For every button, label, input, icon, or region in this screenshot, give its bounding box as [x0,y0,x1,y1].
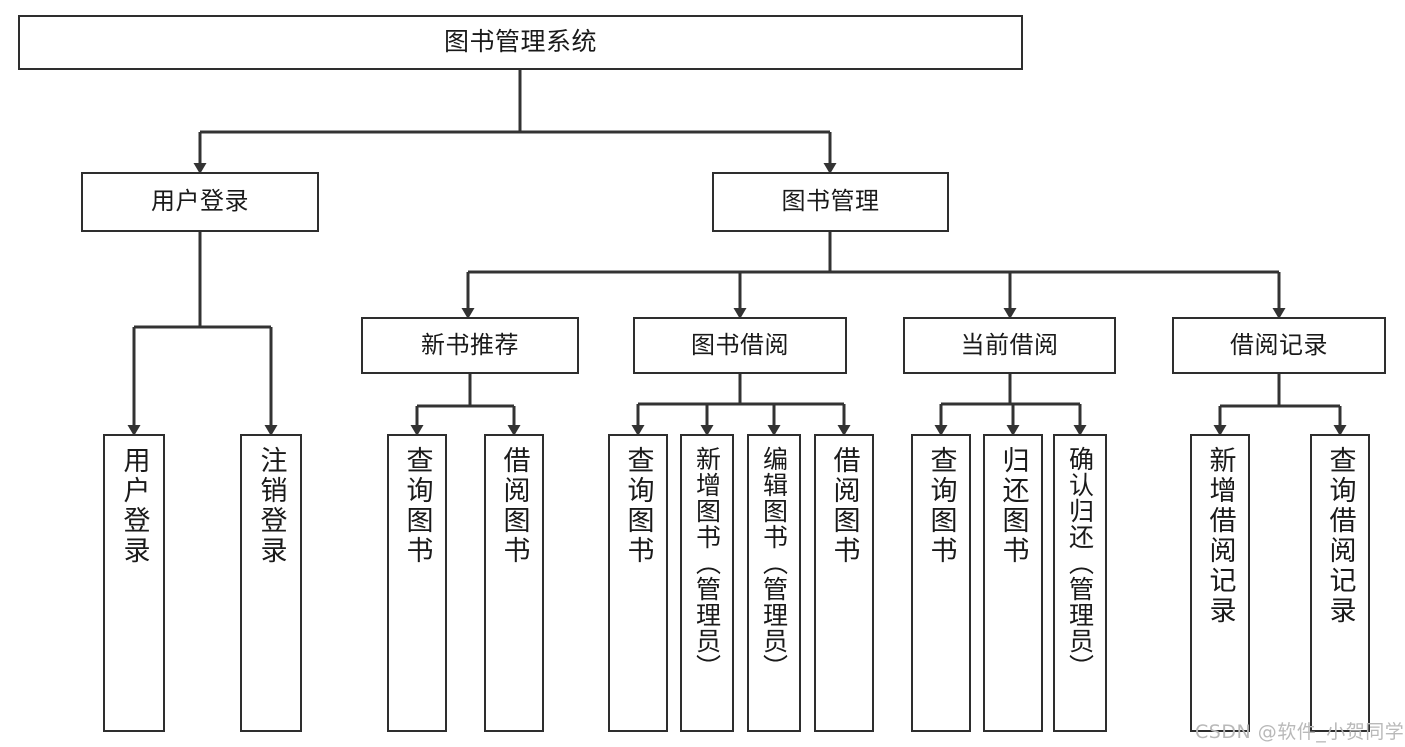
node-confirm-return-admin[interactable]: 确认归还（管理员） [1053,434,1107,732]
node-label: 编辑图书（管理员） [759,446,789,680]
node-label: 查询借阅记录 [1324,446,1356,626]
node-book-borrow[interactable]: 图书借阅 [633,317,847,374]
node-label: 用户登录 [118,446,150,566]
node-query-book-current[interactable]: 查询图书 [911,434,971,732]
node-label: 图书管理 [781,187,880,216]
node-label: 当前借阅 [960,330,1059,359]
node-add-book-admin[interactable]: 新增图书（管理员） [680,434,734,732]
node-label: 借阅记录 [1230,330,1328,359]
node-label: 新增图书（管理员） [692,446,722,680]
node-current-borrow[interactable]: 当前借阅 [903,317,1116,374]
node-label: 用户登录 [151,187,249,216]
node-label: 确认归还（管理员） [1065,446,1095,680]
node-label: 借阅图书 [828,446,860,566]
node-borrow-book-action[interactable]: 借阅图书 [814,434,874,732]
node-return-book[interactable]: 归还图书 [983,434,1043,732]
node-query-borrow-record[interactable]: 查询借阅记录 [1310,434,1370,732]
watermark: CSDN @软件_小贺同学 [1195,721,1405,743]
node-label: 借阅图书 [498,446,530,566]
node-label: 注销登录 [255,446,287,566]
node-new-book-recommend[interactable]: 新书推荐 [361,317,579,374]
node-label: 图书借阅 [691,330,789,359]
node-label: 查询图书 [925,446,957,566]
node-label: 查询图书 [622,446,654,566]
node-book-management-system[interactable]: 图书管理系统 [18,15,1023,70]
node-query-book-borrow[interactable]: 查询图书 [608,434,668,732]
node-borrow-record[interactable]: 借阅记录 [1172,317,1386,374]
node-label: 归还图书 [997,446,1029,566]
node-add-borrow-record[interactable]: 新增借阅记录 [1190,434,1250,732]
node-query-book-recommend[interactable]: 查询图书 [387,434,447,732]
node-user-login-leaf[interactable]: 用户登录 [103,434,165,732]
node-label: 查询图书 [401,446,433,566]
node-edit-book-admin[interactable]: 编辑图书（管理员） [747,434,801,732]
node-label: 新书推荐 [421,330,519,359]
node-book-management[interactable]: 图书管理 [712,172,949,232]
node-user-login[interactable]: 用户登录 [81,172,319,232]
node-borrow-book-recommend[interactable]: 借阅图书 [484,434,544,732]
node-label: 新增借阅记录 [1204,446,1236,626]
node-logout-leaf[interactable]: 注销登录 [240,434,302,732]
node-label: 图书管理系统 [443,27,597,57]
